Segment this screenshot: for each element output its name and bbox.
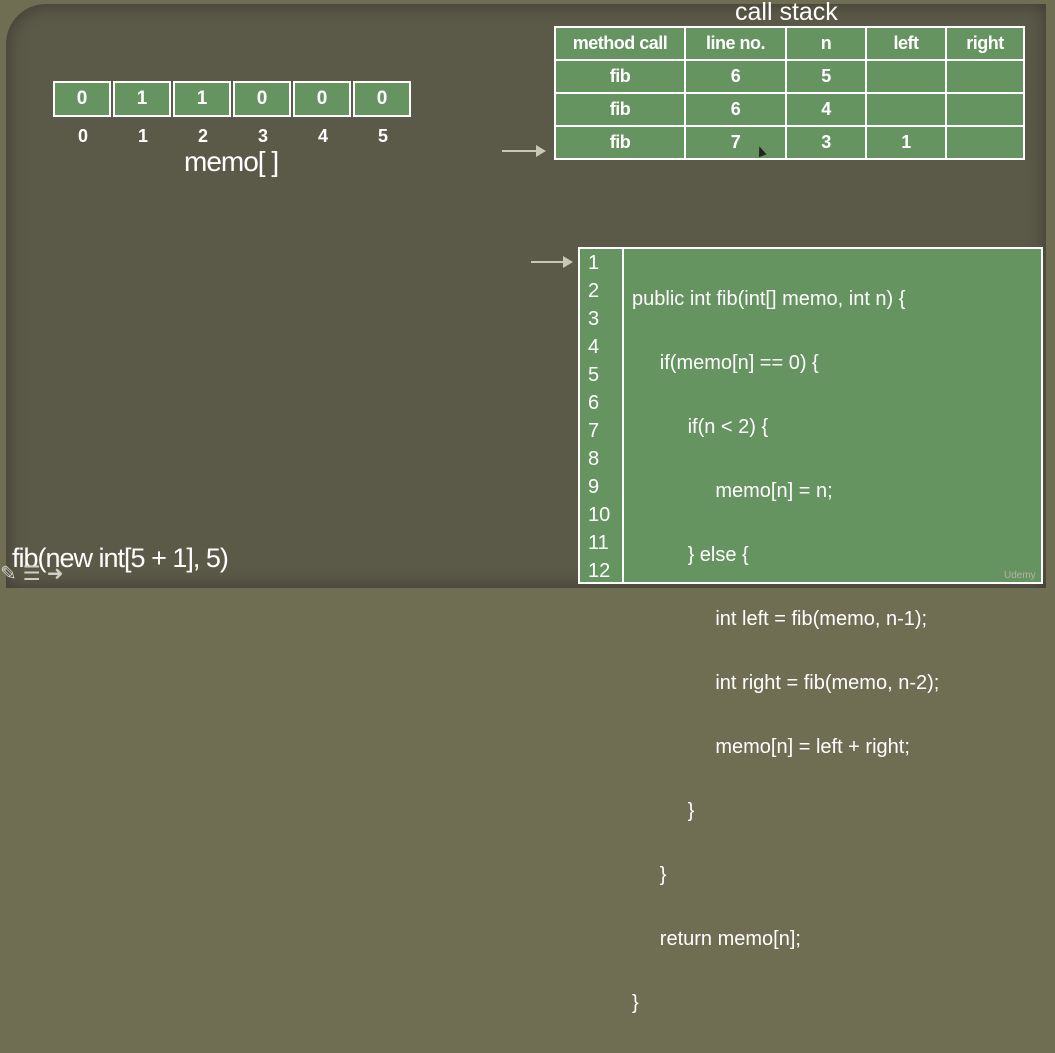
call-expression: fib(new int[5 + 1], 5) xyxy=(12,543,229,573)
memo-index: 3 xyxy=(257,126,268,146)
cell-n: 5 xyxy=(785,59,867,94)
menu-icon[interactable]: ☰ xyxy=(22,562,41,585)
code-line: if(n < 2) { xyxy=(632,416,769,438)
line-number: 1 xyxy=(588,252,600,274)
memo-index: 5 xyxy=(377,126,388,146)
memo-index: 4 xyxy=(317,126,328,146)
call-stack-header-row: method call line no. n left right xyxy=(554,26,1025,61)
code-line: if(memo[n] == 0) { xyxy=(632,352,819,374)
memo-cell: 0 xyxy=(353,81,411,117)
cell-n: 4 xyxy=(785,92,867,127)
cell-right xyxy=(945,92,1025,127)
cell-left: 1 xyxy=(865,125,947,160)
line-number: 6 xyxy=(588,392,600,414)
line-number: 5 xyxy=(588,364,600,386)
memo-label: memo[ ] xyxy=(184,146,279,177)
code-line: memo[n] = n; xyxy=(632,480,833,502)
udemy-watermark: Udemy xyxy=(1004,570,1036,581)
memo-cell: 0 xyxy=(233,81,291,117)
cell-n: 3 xyxy=(785,125,867,160)
line-number: 7 xyxy=(588,420,600,442)
code-line: return memo[n]; xyxy=(632,928,801,950)
code-line: } xyxy=(632,864,667,886)
code-listing: 1 2 3 4 5 6 7 8 9 10 11 12 public int fi… xyxy=(578,247,1043,1014)
memo-cell: 0 xyxy=(53,81,111,117)
header-right: right xyxy=(945,26,1025,61)
header-method-call: method call xyxy=(554,26,686,61)
line-number: 8 xyxy=(588,448,600,470)
header-line-no: line no. xyxy=(684,26,787,61)
memo-index: 2 xyxy=(197,126,208,146)
call-stack-title: call stack xyxy=(735,0,838,26)
call-stack-row-current: fib 7 3 1 xyxy=(554,125,1025,160)
cell-line: 6 xyxy=(684,92,787,127)
current-frame-arrow-icon xyxy=(502,145,546,157)
memo-cell: 1 xyxy=(173,81,231,117)
line-number: 12 xyxy=(588,560,611,582)
code-line: int right = fib(memo, n-2); xyxy=(632,672,940,694)
presentation-toolbar: ✎ ☰ ➜ xyxy=(0,561,110,585)
call-stack-table: method call line no. n left right fib 6 … xyxy=(554,26,1025,160)
call-stack-row: fib 6 4 xyxy=(554,92,1025,127)
code-line: public int fib(int[] memo, int n) { xyxy=(632,288,906,310)
cell-left xyxy=(865,92,947,127)
code-line: } else { xyxy=(632,544,749,566)
code-line: memo[n] = left + right; xyxy=(632,736,910,758)
memo-cell: 0 xyxy=(293,81,351,117)
code-line: int left = fib(memo, n-1); xyxy=(632,608,928,630)
line-number-gutter: 1 2 3 4 5 6 7 8 9 10 11 12 xyxy=(580,249,624,582)
header-left: left xyxy=(865,26,947,61)
memo-array: 0 1 1 0 0 0 xyxy=(53,81,413,117)
memo-index: 0 xyxy=(77,126,88,146)
line-number: 2 xyxy=(588,280,600,302)
cell-right xyxy=(945,125,1025,160)
cell-left xyxy=(865,59,947,94)
header-n: n xyxy=(785,26,867,61)
cell-method: fib xyxy=(554,59,686,94)
current-line-arrow-icon xyxy=(531,256,573,268)
code-line: } xyxy=(632,992,639,1014)
memo-indices: 0 1 2 3 4 5 xyxy=(53,126,413,147)
code-line: } xyxy=(632,800,695,822)
line-number: 10 xyxy=(588,504,611,526)
next-arrow-icon[interactable]: ➜ xyxy=(46,562,64,585)
memo-cell: 1 xyxy=(113,81,171,117)
cell-right xyxy=(945,59,1025,94)
line-number: 4 xyxy=(588,336,600,358)
cell-line: 6 xyxy=(684,59,787,94)
line-number: 3 xyxy=(588,308,600,330)
cell-method: fib xyxy=(554,125,686,160)
pencil-icon[interactable]: ✎ xyxy=(0,562,17,585)
cell-method: fib xyxy=(554,92,686,127)
call-stack-row: fib 6 5 xyxy=(554,59,1025,94)
line-number: 11 xyxy=(588,532,609,554)
code-lines: public int fib(int[] memo, int n) { if(m… xyxy=(624,249,1041,1014)
memo-index: 1 xyxy=(137,126,148,146)
cell-line: 7 xyxy=(684,125,787,160)
line-number: 9 xyxy=(588,476,600,498)
